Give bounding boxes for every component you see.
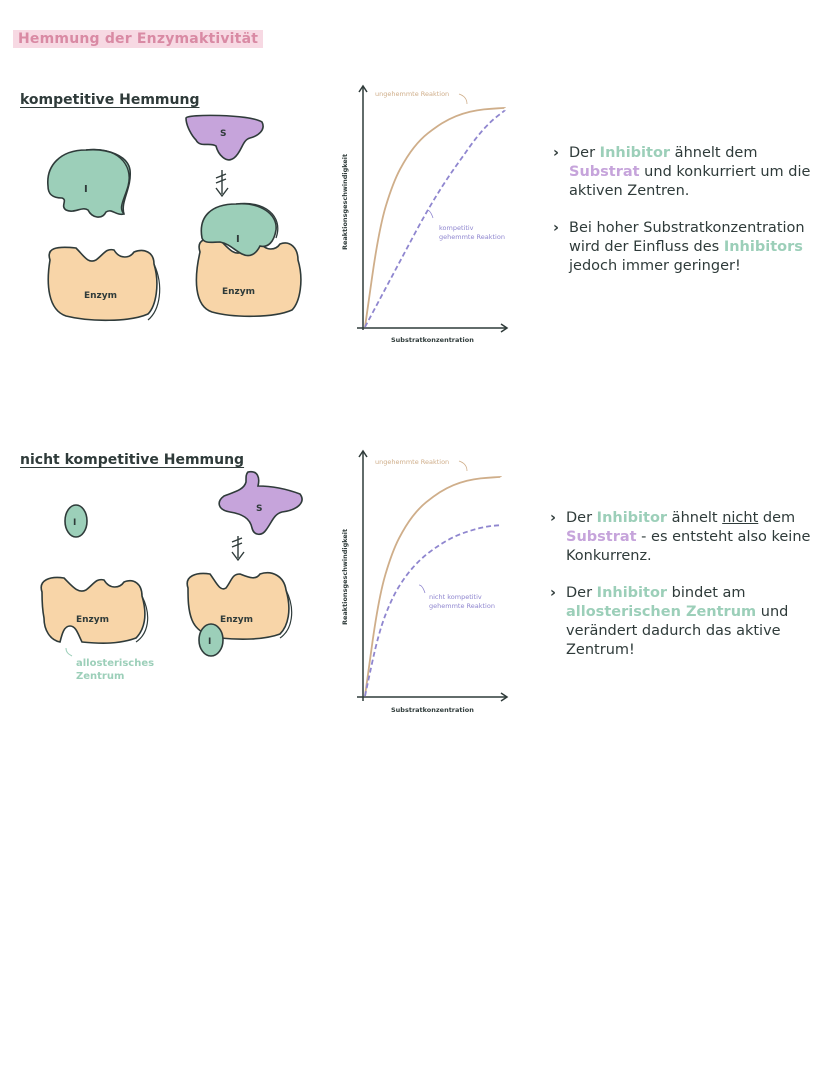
enzyme-label: Enzym bbox=[222, 287, 255, 297]
series-line-inhibited bbox=[364, 524, 502, 697]
x-axis-label: Substratkonzentration bbox=[391, 706, 474, 714]
chevron-right-icon: › bbox=[550, 510, 556, 526]
noncompetitive-illustration: I Enzym allosterisches Zentrum S I Enzym bbox=[40, 470, 303, 682]
enzyme-label: Enzym bbox=[220, 615, 253, 625]
enzyme-label: Enzym bbox=[76, 615, 109, 625]
enzyme-inhibitor-complex: I Enzym bbox=[195, 202, 302, 318]
noncompetitive-notes: › Der Inhibitor ähnelt nicht dem Substrat… bbox=[550, 509, 815, 678]
noncompetitive-note-1: › Der Inhibitor ähnelt nicht dem Substrat… bbox=[550, 509, 815, 566]
noncompetitive-note-2: › Der Inhibitor bindet am allosterischen … bbox=[550, 584, 815, 660]
enzyme-shape: Enzym bbox=[40, 576, 149, 644]
series-label-inhibited-2: gehemmte Reaktion bbox=[439, 233, 505, 241]
allosteric-label-line1: allosterisches bbox=[76, 658, 154, 669]
substrate-shape: S bbox=[218, 470, 303, 536]
inhibitor-label: I bbox=[73, 518, 76, 528]
competitive-heading: kompetitive Hemmung bbox=[20, 92, 200, 108]
x-axis-label: Substratkonzentration bbox=[391, 336, 474, 344]
allosteric-label-line2: Zentrum bbox=[76, 671, 124, 682]
competitive-chart: ungehemmte Reaktion kompetitiv gehemmte … bbox=[341, 84, 509, 344]
substrate-label: S bbox=[256, 504, 262, 514]
page-title: Hemmung der Enzymaktivität bbox=[13, 30, 264, 48]
series-line-inhibited bbox=[364, 109, 506, 328]
note-text: Bei hoher Substratkonzentration wird der… bbox=[569, 220, 805, 274]
blocked-arrow-icon bbox=[231, 536, 245, 562]
competitive-note-2: › Bei hoher Substratkonzentration wird de… bbox=[553, 219, 818, 276]
chevron-right-icon: › bbox=[553, 145, 559, 161]
noncompetitive-heading: nicht kompetitive Hemmung bbox=[20, 452, 245, 468]
series-line-uninhibited bbox=[364, 476, 502, 697]
note-text: Der Inhibitor ähnelt nicht dem Substrat … bbox=[566, 510, 811, 564]
competitive-illustration: I Enzym S I Enzym bbox=[47, 114, 302, 322]
series-label-inhibited-1: nicht kompetitiv bbox=[429, 593, 482, 601]
competitive-note-1: › Der Inhibitor ähnelt dem Substrat und k… bbox=[553, 144, 818, 201]
y-axis-label: Reaktionsgeschwindigkeit bbox=[341, 529, 349, 625]
inhibitor-label: I bbox=[84, 184, 88, 195]
series-label-uninhibited: ungehemmte Reaktion bbox=[375, 458, 449, 466]
inhibitor-label: I bbox=[208, 637, 211, 647]
noncompetitive-chart: ungehemmte Reaktion nicht kompetitiv geh… bbox=[341, 449, 509, 714]
chevron-right-icon: › bbox=[553, 220, 559, 236]
inhibitor-shape: I bbox=[47, 148, 131, 218]
enzyme-inhibitor-complex: I Enzym bbox=[186, 572, 293, 657]
note-text: Der Inhibitor bindet am allosterischen Z… bbox=[566, 585, 789, 658]
substrate-label: S bbox=[220, 129, 226, 139]
enzyme-label: Enzym bbox=[84, 291, 117, 301]
series-label-inhibited-2: gehemmte Reaktion bbox=[429, 602, 495, 610]
inhibitor-shape: I bbox=[64, 504, 88, 538]
inhibitor-label: I bbox=[236, 234, 240, 245]
competitive-notes: › Der Inhibitor ähnelt dem Substrat und k… bbox=[553, 144, 818, 294]
y-axis-label: Reaktionsgeschwindigkeit bbox=[341, 154, 349, 250]
series-label-inhibited-1: kompetitiv bbox=[439, 224, 474, 232]
substrate-shape: S bbox=[185, 114, 264, 161]
note-text: Der Inhibitor ähnelt dem Substrat und ko… bbox=[569, 145, 811, 199]
chevron-right-icon: › bbox=[550, 585, 556, 601]
blocked-arrow-icon bbox=[215, 170, 229, 198]
series-label-uninhibited: ungehemmte Reaktion bbox=[375, 90, 449, 98]
enzyme-shape: Enzym bbox=[47, 246, 161, 322]
series-line-uninhibited bbox=[364, 107, 506, 328]
